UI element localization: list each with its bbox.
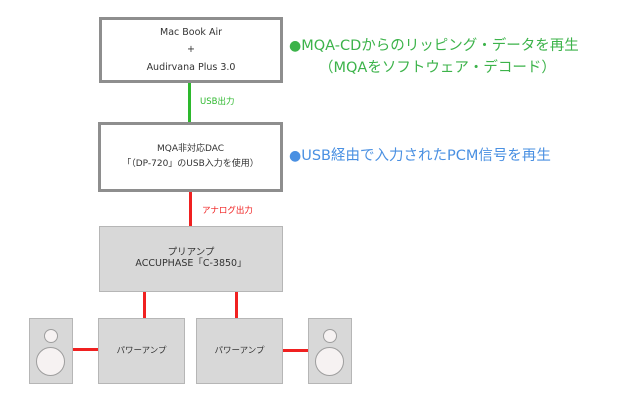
dac-line-2: 「（DP-720」のUSB入力を使用）	[122, 159, 259, 169]
source-line-3: Audirvana Plus 3.0	[146, 61, 236, 73]
right-amp-to-speaker-line	[283, 349, 308, 352]
dac-box: MQA非対応DAC 「（DP-720」のUSB入力を使用）	[98, 122, 283, 192]
green-bullet-icon: ●	[289, 38, 302, 54]
tweeter-icon	[323, 329, 337, 343]
left-amp-to-speaker-line	[73, 348, 98, 351]
power-amp-left-label: パワーアンプ	[116, 345, 167, 356]
source-line-2: +	[187, 44, 195, 56]
preamp-to-right-amp-line	[235, 292, 238, 318]
dac-line-1: MQA非対応DAC	[156, 144, 225, 155]
analog-connection-line	[189, 192, 192, 226]
pcm-note-line-1: USB経由で入力されたPCM信号を再生	[301, 148, 551, 164]
pcm-playback-note: ●USB経由で入力されたPCM信号を再生	[289, 145, 551, 167]
analog-output-label: アナログ出力	[202, 206, 253, 216]
mqa-note-line-1: MQA-CDからのリッピング・データを再生	[301, 38, 579, 54]
mqa-playback-note: ●MQA-CDからのリッピング・データを再生 （MQAをソフトウェア・デコード）	[289, 35, 579, 79]
mqa-note-line-2: （MQAをソフトウェア・デコード）	[319, 60, 556, 76]
preamp-box: プリアンプ ACCUPHASE「C-3850」	[99, 226, 283, 292]
speaker-left-icon	[29, 318, 73, 384]
preamp-line-2: ACCUPHASE「C-3850」	[135, 258, 247, 269]
usb-connection-line	[188, 83, 191, 122]
blue-bullet-icon: ●	[289, 148, 302, 164]
usb-output-label: USB出力	[200, 97, 235, 107]
preamp-to-left-amp-line	[143, 292, 146, 318]
power-amp-right-label: パワーアンプ	[214, 345, 265, 356]
woofer-icon	[315, 347, 344, 376]
power-amp-right-box: パワーアンプ	[196, 318, 283, 384]
woofer-icon	[36, 347, 65, 376]
tweeter-icon	[44, 329, 58, 343]
power-amp-left-box: パワーアンプ	[98, 318, 185, 384]
preamp-line-1: プリアンプ	[167, 247, 215, 259]
source-line-1: Mac Book Air	[160, 26, 222, 38]
source-box-macbook: Mac Book Air + Audirvana Plus 3.0	[99, 17, 283, 83]
speaker-right-icon	[308, 318, 352, 384]
